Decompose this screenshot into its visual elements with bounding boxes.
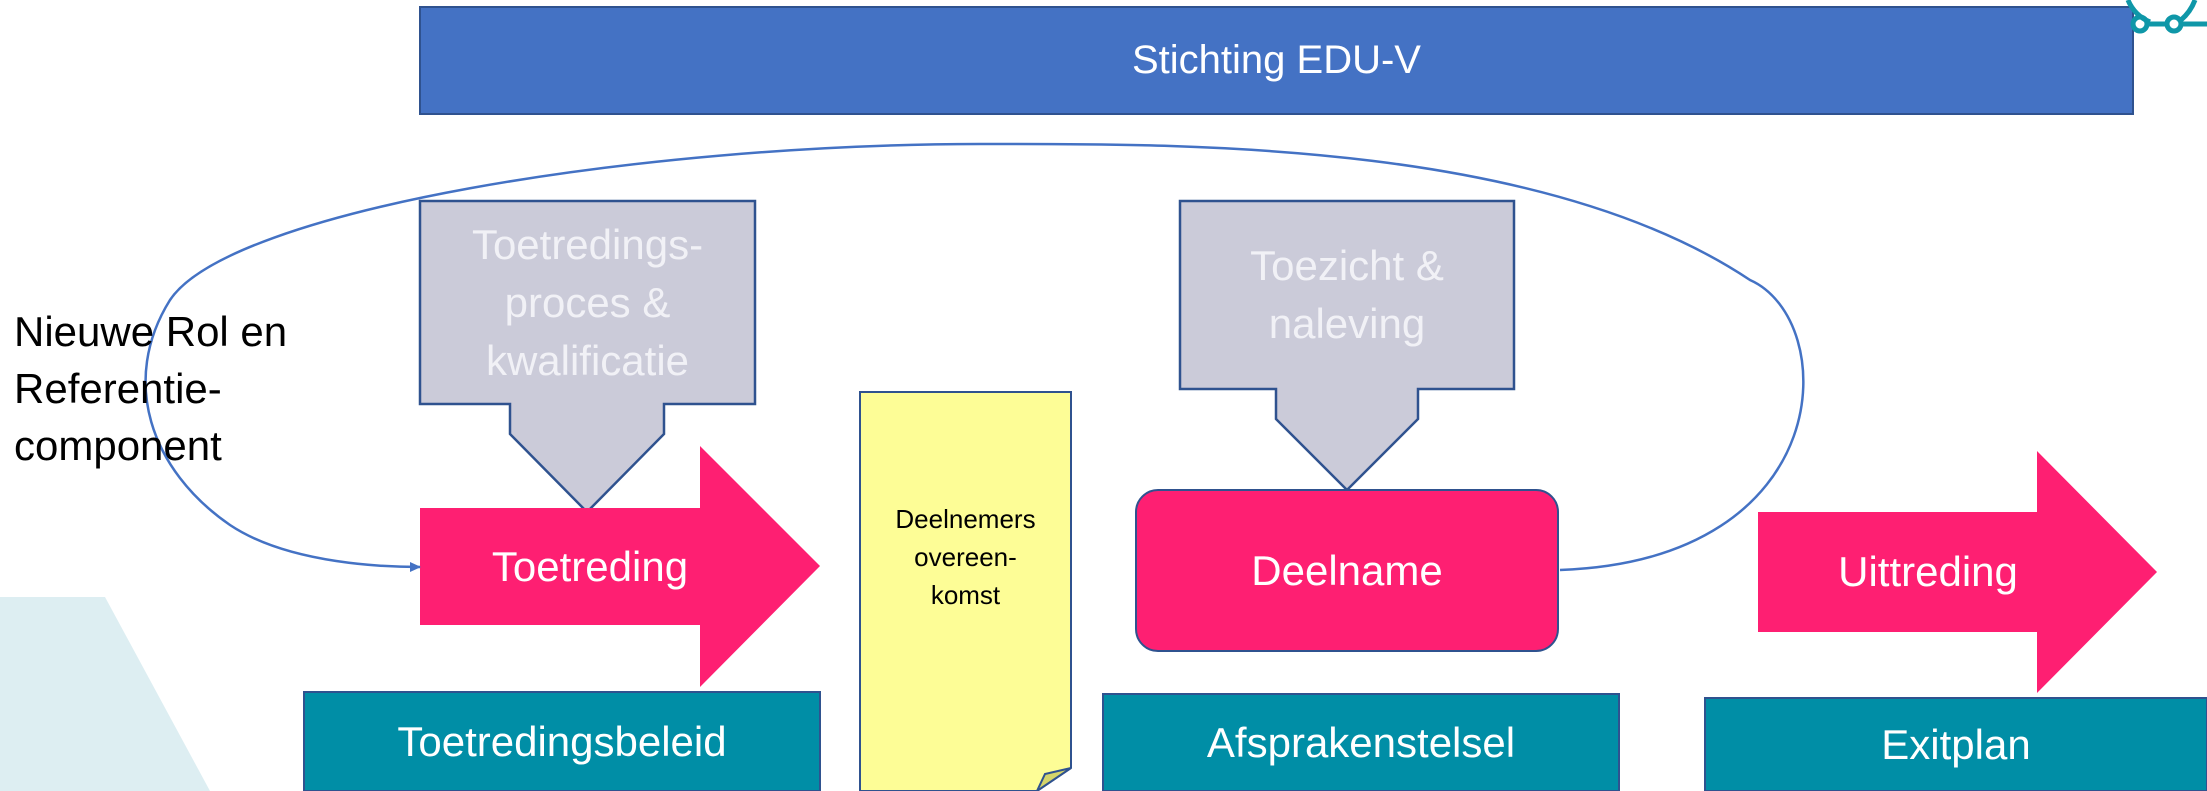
grey-box-label-2: Toezicht & naleving xyxy=(1250,242,1444,347)
grey-down-arrow-1 xyxy=(418,199,757,514)
banner-rect xyxy=(419,6,2134,115)
teal-box-2 xyxy=(1102,693,1620,791)
pink-arrow-1 xyxy=(420,446,820,687)
teal-box-label-1: Toetredingsbeleid xyxy=(397,717,727,765)
pink-arrow-label-1: Toetreding xyxy=(491,542,689,590)
teal-box-label-3: Exitplan xyxy=(1881,720,2031,768)
pink-box-label-2: Deelname xyxy=(1251,546,1443,594)
teal-box-3 xyxy=(1704,697,2207,791)
side-label: Nieuwe Rol en Referentie- component xyxy=(14,308,288,469)
feedback-loop-line xyxy=(144,142,1805,572)
note-fold xyxy=(1035,767,1072,791)
teal-box-label-2: Afsprakenstelsel xyxy=(1206,718,1516,766)
teal-box-1 xyxy=(303,691,821,791)
grey-box-label-1: Toetredings- proces & kwalificatie xyxy=(471,220,704,384)
pink-box-2 xyxy=(1135,489,1559,652)
pink-arrow-label-3: Uittreding xyxy=(1838,548,2018,595)
cog-network-icon xyxy=(2125,0,2207,34)
grey-down-arrow-2 xyxy=(1178,199,1516,492)
background-watermark-shape xyxy=(0,597,210,791)
note-label: Deelnemers overeen- komst xyxy=(895,504,1036,610)
pink-arrow-3 xyxy=(1758,451,2157,693)
banner-title: Stichting EDU-V xyxy=(1132,38,1421,82)
